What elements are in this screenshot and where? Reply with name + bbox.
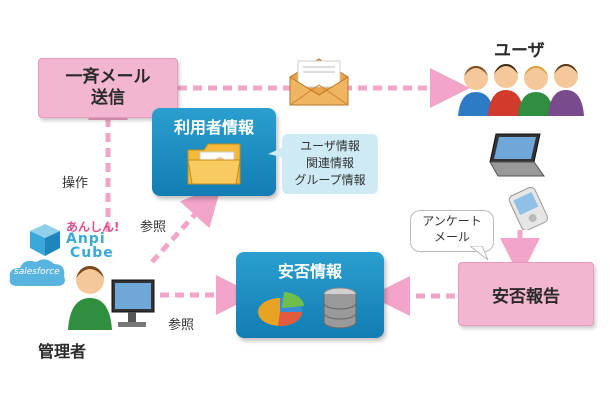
anpi-logo-line2: Anpi — [66, 231, 106, 247]
user-info-title: 利用者情報 — [173, 118, 254, 137]
user-info-detail-3: グループ情報 — [294, 173, 366, 187]
bulk-mail-node: 一斉メール 送信 — [38, 58, 178, 118]
mobile-phone-icon — [508, 186, 548, 230]
bulk-mail-line1: 一斉メール — [65, 67, 151, 87]
bulk-mail-line2: 送信 — [91, 88, 125, 108]
folder-icon — [187, 143, 241, 185]
envelope-icon — [289, 58, 349, 106]
reference-label-1: 参照 — [140, 220, 167, 235]
pie-chart-icon — [258, 292, 305, 327]
users-group-icon — [458, 64, 584, 116]
survey-mail-line2: メール — [433, 230, 470, 244]
database-icon — [323, 287, 357, 329]
salesforce-logo-text: salesforce — [14, 267, 60, 277]
operation-label: 操作 — [62, 176, 89, 191]
user-info-node: 利用者情報 — [152, 108, 276, 196]
salesforce-cloud-icon — [9, 259, 65, 286]
user-info-detail-1: ユーザ情報 — [300, 139, 360, 153]
laptop-icon — [489, 133, 545, 177]
user-info-detail-2: 関連情報 — [305, 156, 354, 170]
safety-info-node: 安否情報 — [236, 252, 384, 338]
reference-label-2: 参照 — [168, 318, 195, 333]
safety-info-title: 安否情報 — [277, 262, 342, 281]
survey-mail-line1: アンケート — [422, 214, 482, 228]
anpi-cube-logo-icon — [30, 224, 60, 256]
user-info-detail-callout: ユーザ情報 関連情報 グループ情報 — [282, 134, 378, 194]
admin-title: 管理者 — [38, 342, 87, 361]
safety-report-node: 安否報告 — [458, 262, 594, 326]
anpi-logo-line1: あんしん! — [66, 220, 120, 234]
bubble-tail — [470, 246, 489, 261]
callout-tail — [268, 146, 286, 158]
survey-mail-bubble: アンケート メール — [410, 210, 494, 252]
users-title: ユーザ — [494, 41, 545, 61]
safety-report-title: 安否報告 — [492, 286, 560, 307]
administrator-icon — [68, 266, 155, 330]
anpi-logo-line3: Cube — [70, 245, 114, 261]
